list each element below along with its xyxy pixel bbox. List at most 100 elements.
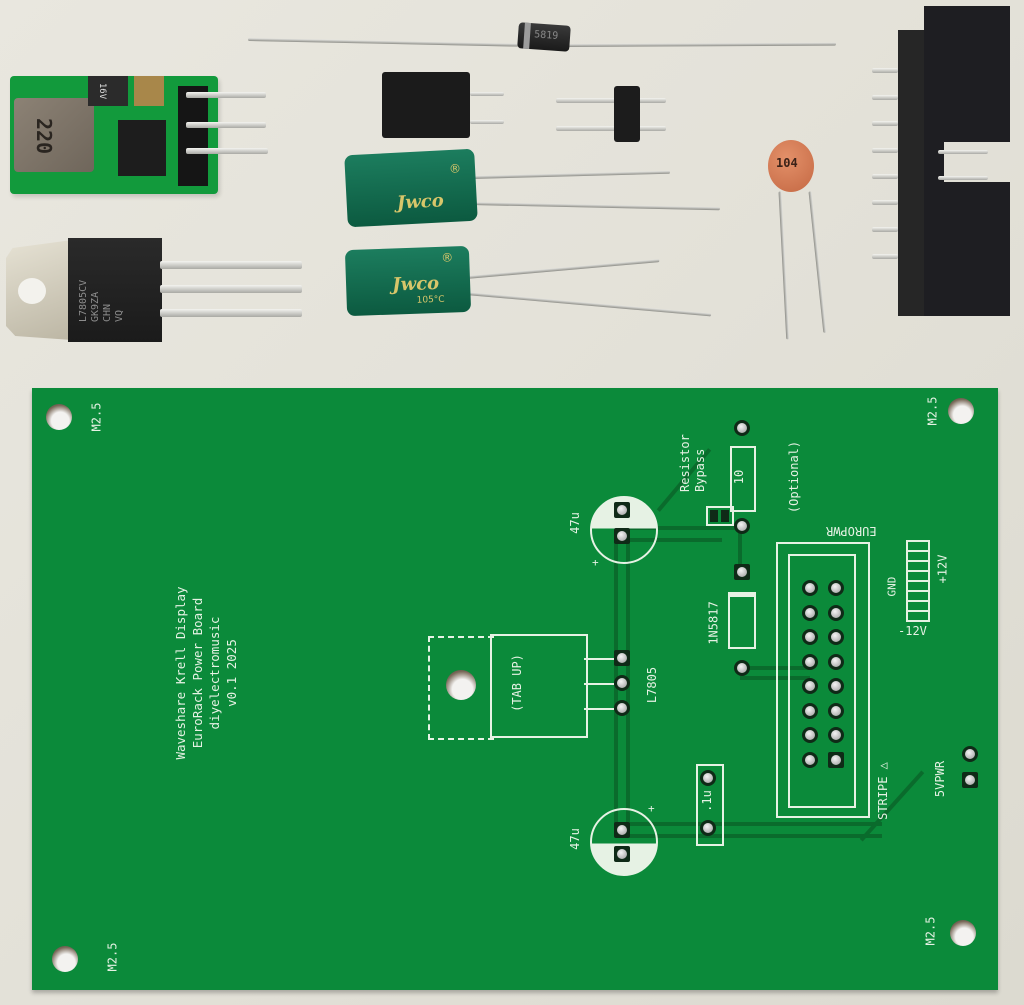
male-header-pin: [556, 98, 666, 103]
trace: [622, 526, 740, 530]
buck-converter-module: 220 16V: [10, 76, 218, 194]
cap-footprint: [590, 808, 658, 876]
pcb-board: M2.5 M2.5 M2.5 M2.5 Waveshare Krell Disp…: [32, 388, 998, 990]
stripe-label: STRIPE △: [875, 762, 890, 820]
europwr-pad: [802, 727, 818, 743]
europwr-pad: [828, 727, 844, 743]
ceramic-lead: [808, 191, 827, 333]
cap-pad: [614, 822, 630, 838]
mount-hole: [948, 398, 974, 424]
europwr-pad: [828, 702, 844, 719]
tab-hole: [18, 278, 46, 304]
diode-lead: [567, 42, 837, 47]
cap-lead: [469, 202, 720, 211]
cap-lead: [469, 170, 670, 179]
idc-pin: [872, 148, 898, 153]
decoupling-cap-outline: [696, 764, 724, 846]
resistor-optional-label: (Optional): [787, 440, 802, 514]
inductor: 220: [14, 98, 94, 172]
trace: [738, 528, 742, 568]
trace: [740, 676, 810, 680]
idc-pin: [872, 174, 898, 179]
plus12-label: +12V: [935, 554, 950, 584]
europwr-pad: [802, 580, 818, 596]
bypass-label: Resistor Bypass: [678, 434, 707, 492]
resistor-value: 10: [732, 469, 747, 485]
socket-pin: [470, 92, 504, 96]
ceramic-capacitor: 104: [768, 140, 814, 192]
diode-pad: [734, 564, 750, 580]
gnd-label: GND: [885, 576, 899, 597]
diode-outline: [728, 592, 756, 649]
europwr-inner: [788, 554, 856, 808]
idc-pin: [872, 227, 898, 232]
5vpwr-pad: [962, 746, 978, 762]
ic-chip: [118, 120, 166, 176]
mount-hole: [950, 920, 976, 946]
europwr-pad: [802, 678, 818, 694]
europwr-pad: [828, 653, 844, 670]
resistor-pad: [734, 518, 750, 534]
trace: [622, 834, 882, 838]
cap-pad: [614, 502, 630, 518]
regulator-mount-hole: [446, 670, 476, 700]
resistor-pad: [734, 420, 750, 436]
diode-stripe: [523, 22, 531, 49]
decoupling-label: .1u: [699, 790, 714, 812]
diode-pad: [734, 660, 750, 676]
cap-label: 47u: [567, 512, 582, 534]
europwr-pad: [828, 604, 844, 621]
header-strip: [178, 86, 208, 186]
5vpwr-label: 5VPWR: [933, 760, 948, 798]
regulator-pad: [614, 700, 630, 716]
board-title: Waveshare Krell Display EuroRack Power B…: [173, 586, 239, 760]
regulator-label: L7805: [645, 666, 660, 704]
male-header-pin: [556, 126, 666, 131]
regulator-lead-line: [584, 658, 614, 660]
module-pin: [186, 122, 266, 128]
regulator-body: L7805CV GK9ZA CHN VQ: [68, 238, 162, 342]
trace: [622, 822, 882, 826]
idc-pin: [872, 200, 898, 205]
europwr-pad: [802, 751, 818, 768]
ceramic-lead: [778, 191, 790, 340]
regulator-marking: L7805CV GK9ZA CHN VQ: [78, 279, 125, 322]
male-header-body: [614, 86, 640, 142]
mount-hole: [46, 404, 72, 430]
regulator-lead: [160, 285, 302, 293]
electrolytic-capacitor: Jwco ® 105°C: [344, 245, 472, 317]
minus12-label: -12V: [898, 624, 927, 638]
cap-lead: [465, 259, 660, 279]
module-pin: [186, 148, 268, 154]
diode-label: 1N5817: [706, 601, 721, 645]
socket-pin: [470, 120, 504, 124]
mount-label: M2.5: [923, 916, 938, 946]
cap-label: 47u: [567, 828, 582, 850]
cap-pad: [614, 528, 630, 544]
europwr-pad: [828, 580, 844, 596]
idc-pin: [872, 68, 898, 73]
regulator-pad: [614, 675, 630, 691]
europwr-pad: [828, 678, 844, 694]
trace: [622, 538, 722, 542]
decoupling-pad: [700, 820, 716, 836]
cap-pad: [614, 846, 630, 862]
cap-lead: [465, 292, 712, 317]
regulator-lead-line: [584, 708, 614, 710]
idc-pin: [938, 176, 988, 180]
europwr-pad: [802, 653, 818, 670]
idc-pin: [872, 254, 898, 259]
tab-up-label: (TAB UP): [509, 654, 524, 712]
tab-outline: [428, 636, 494, 740]
europwr-outer: [776, 542, 870, 818]
cap-plus: +: [648, 802, 655, 815]
5vpwr-pad: [962, 772, 978, 788]
europwr-pad: [802, 702, 818, 719]
mount-hole: [52, 946, 78, 972]
regulator-lead: [160, 309, 302, 317]
regulator-pad: [614, 650, 630, 666]
europwr-pad: [802, 604, 818, 621]
europwr-pad: [828, 751, 844, 768]
europwr-pad: [802, 629, 818, 645]
electrolytic-capacitor: Jwco ®: [344, 148, 478, 228]
